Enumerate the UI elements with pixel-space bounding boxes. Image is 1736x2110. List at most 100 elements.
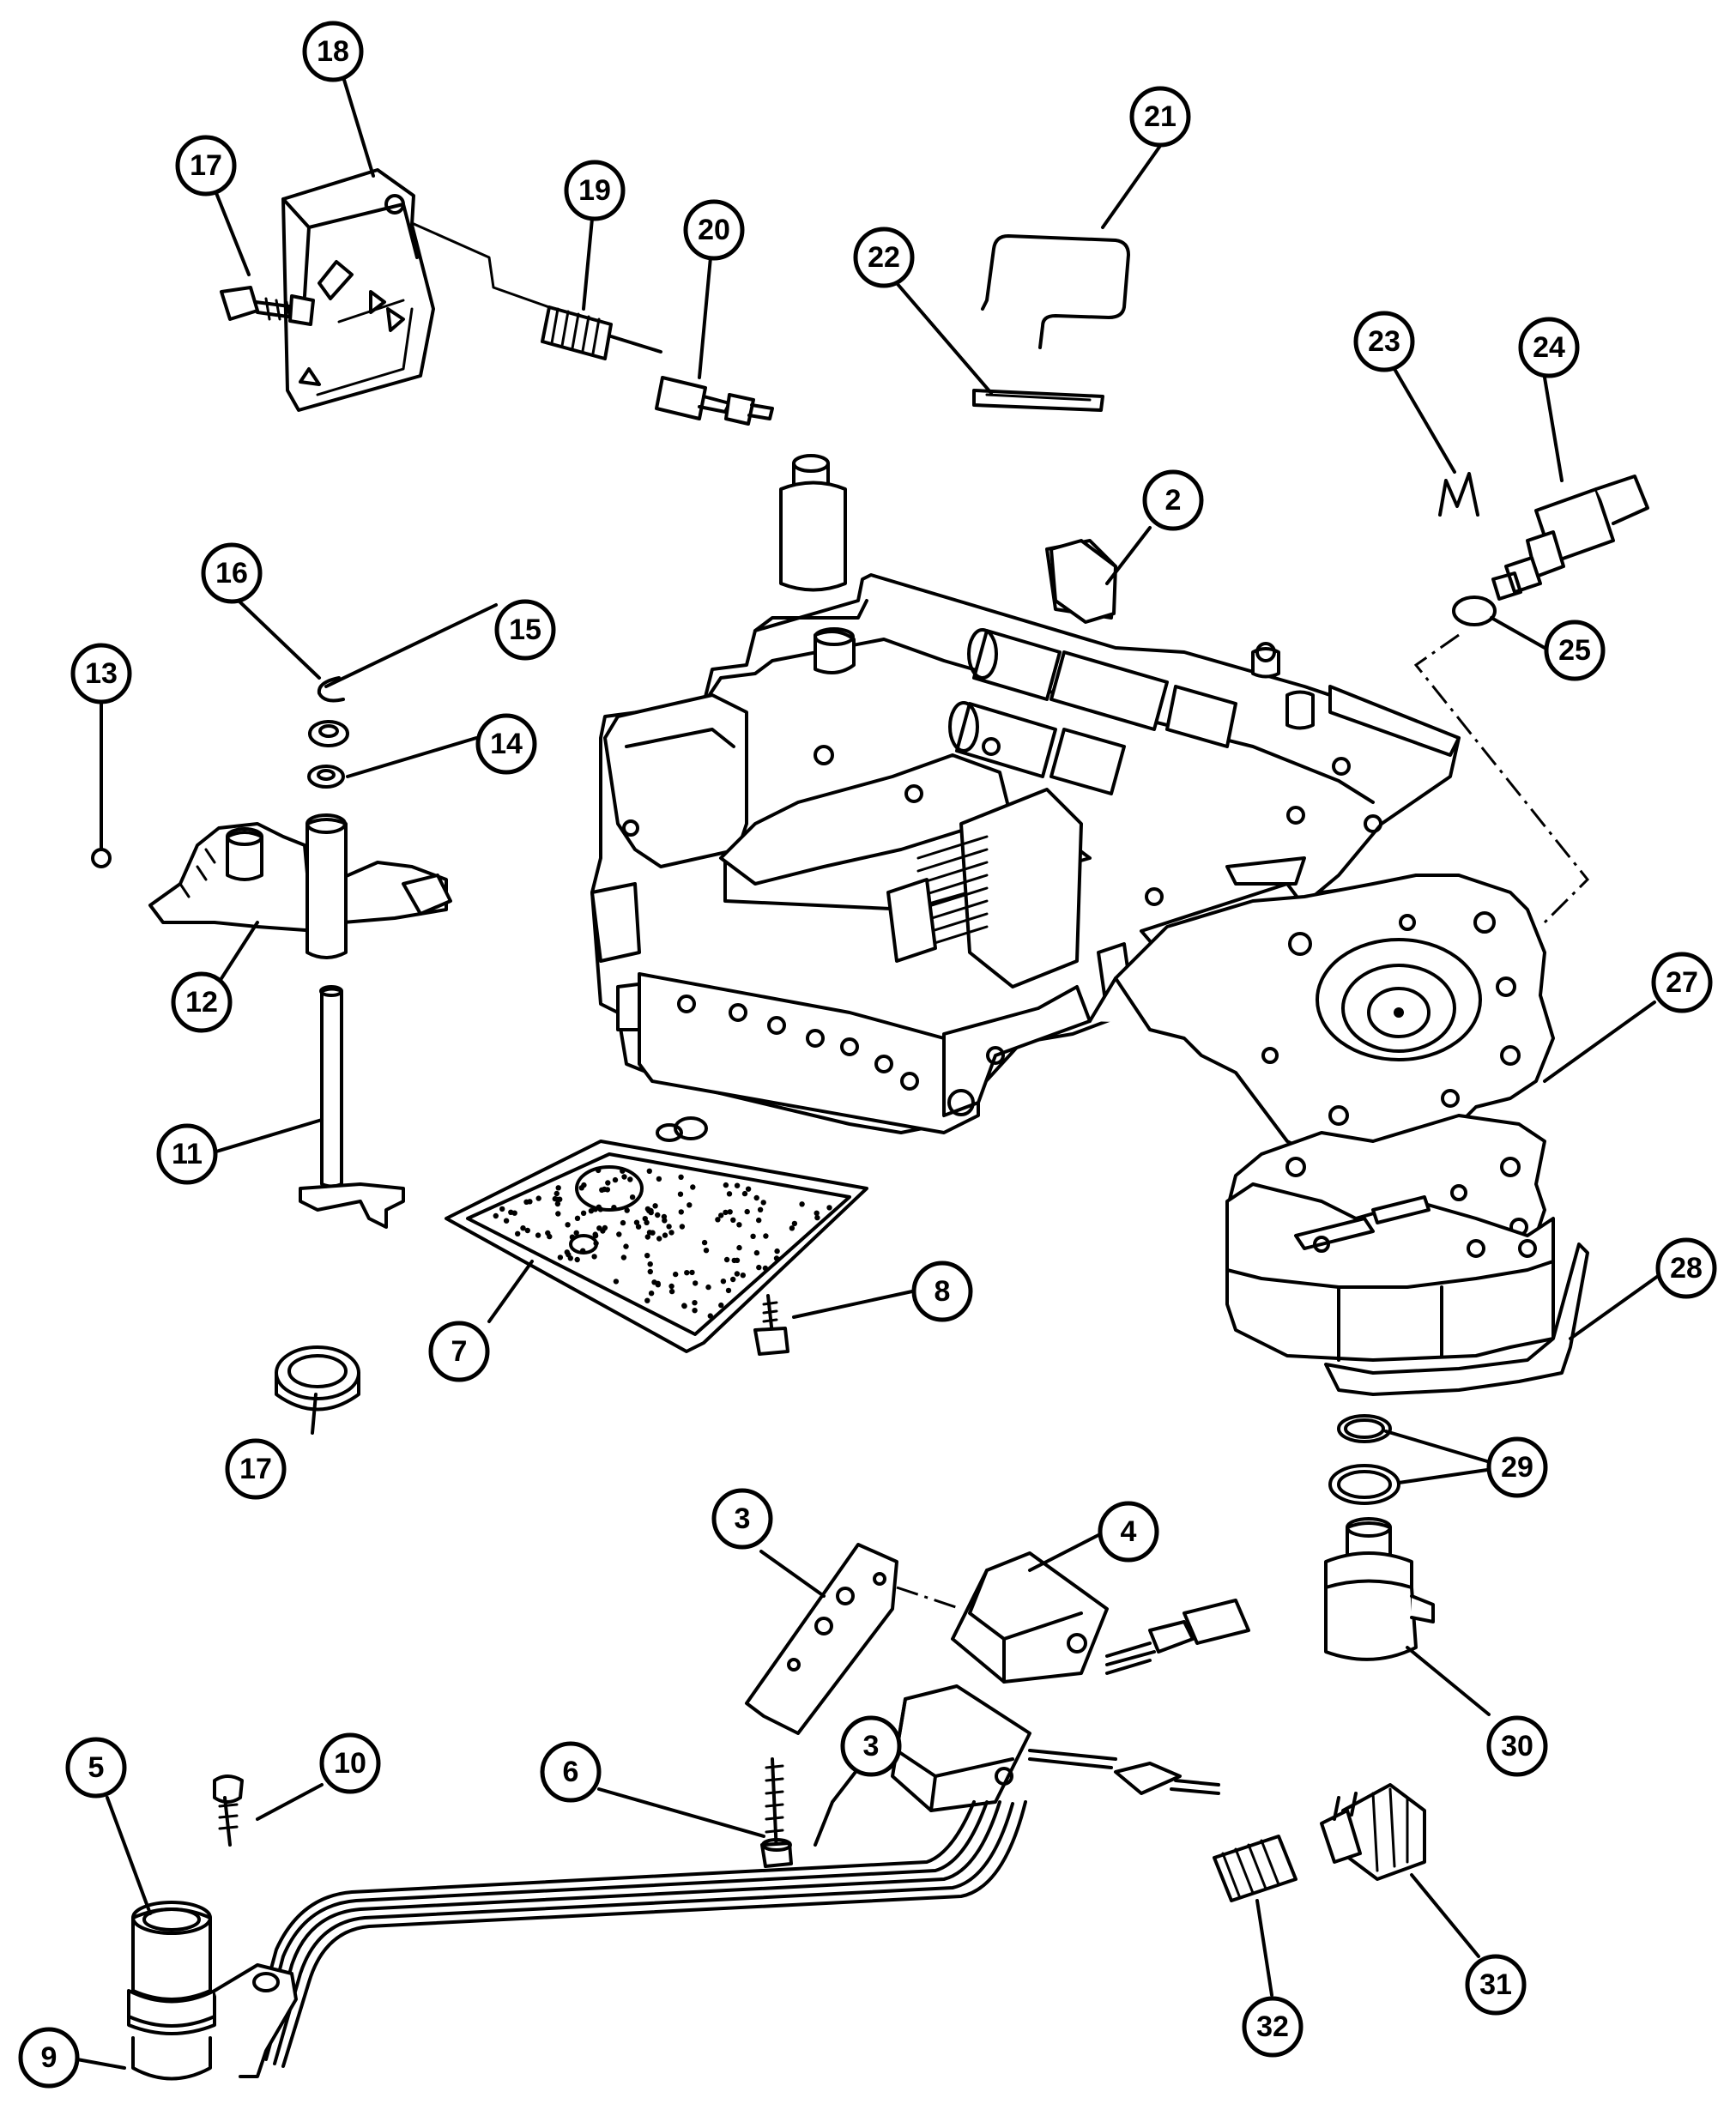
solenoid-bracket-drawing	[745, 1543, 962, 1735]
callout-label: 27	[1666, 966, 1698, 999]
screw-10-drawing	[213, 1774, 244, 1847]
callout-17: 17	[225, 1438, 287, 1500]
screw-6-drawing	[760, 1757, 793, 1868]
plate-hole	[612, 1176, 619, 1183]
callout-label: 30	[1501, 1730, 1533, 1762]
plate-hole	[678, 1174, 684, 1181]
valve-body-drawing	[590, 454, 1461, 1134]
callout-15: 15	[494, 599, 556, 661]
plate-hole	[597, 1206, 603, 1212]
plate-hole	[789, 1225, 795, 1231]
callout-label: 10	[334, 1747, 366, 1780]
plate-hole	[725, 1287, 732, 1294]
callout-5: 5	[65, 1737, 127, 1799]
plate-hole	[730, 1276, 736, 1283]
plate-hole	[693, 1280, 699, 1286]
plate-hole	[757, 1206, 764, 1213]
callout-label: 19	[578, 174, 611, 207]
callout-6: 6	[540, 1741, 602, 1803]
plate-hole	[620, 1219, 626, 1226]
plate-hole	[679, 1224, 686, 1230]
plate-hole	[814, 1210, 820, 1217]
callout-label: 20	[698, 214, 730, 246]
plate-hole	[646, 1168, 652, 1175]
bolt-18-drawing	[220, 286, 315, 326]
callout-10: 10	[319, 1732, 381, 1794]
plate-hole	[580, 1210, 587, 1217]
plate-hole	[503, 1218, 510, 1224]
callout-label: 3	[863, 1730, 880, 1762]
plate-hole	[736, 1222, 742, 1228]
callout-label: 17	[190, 149, 222, 182]
callout-8: 8	[911, 1261, 973, 1322]
plate-hole	[569, 1234, 576, 1240]
plate-hole	[644, 1297, 650, 1303]
plate-hole	[646, 1230, 653, 1236]
plate-hole	[668, 1288, 675, 1295]
gasket-28-drawing	[1324, 1242, 1589, 1396]
filter-31-drawing	[1320, 1783, 1426, 1881]
plate-hole	[715, 1217, 721, 1223]
plate-hole	[644, 1234, 650, 1240]
plate-hole	[624, 1207, 630, 1213]
plate-hole	[668, 1230, 674, 1236]
plate-hole	[592, 1231, 598, 1237]
plate-hole	[723, 1182, 729, 1188]
callout-11: 11	[156, 1123, 218, 1185]
plate-hole	[508, 1209, 514, 1216]
plate-hole	[592, 1206, 598, 1212]
plate-hole	[555, 1211, 561, 1217]
detent-spring-line	[410, 221, 551, 309]
plate-hole	[705, 1284, 711, 1291]
plate-hole	[591, 1254, 597, 1260]
callout-label: 6	[563, 1756, 579, 1788]
plate-hole	[648, 1291, 655, 1297]
plate-hole	[524, 1227, 530, 1234]
plate-hole	[605, 1180, 611, 1186]
throttle-rod-drawing	[981, 234, 1130, 349]
washer-15-drawing	[308, 720, 349, 747]
callout-31: 31	[1465, 1954, 1527, 2016]
plate-hole	[745, 1186, 752, 1192]
plate-hole	[773, 1255, 780, 1261]
callout-label: 16	[215, 557, 248, 589]
plate-hole	[613, 1279, 620, 1285]
plate-hole	[599, 1187, 605, 1194]
callout-21: 20	[683, 199, 745, 261]
callout-label: 8	[935, 1275, 951, 1308]
callout-label: 28	[1670, 1252, 1703, 1285]
plate-hole	[741, 1190, 748, 1197]
callout-28: 28	[1655, 1237, 1717, 1299]
callout-label: 12	[185, 986, 218, 1019]
plate-hole	[620, 1255, 627, 1261]
ball-13-drawing	[91, 848, 112, 868]
retainer-clip-drawing	[1438, 472, 1479, 517]
callout-24: 23	[1353, 311, 1415, 372]
plate-hole	[731, 1257, 737, 1264]
plate-hole	[573, 1230, 579, 1236]
plate-hole	[678, 1209, 684, 1215]
callout-label: 5	[88, 1751, 105, 1784]
plate-hole	[720, 1279, 727, 1285]
plate-hole	[727, 1209, 733, 1215]
lower-block-drawing	[1225, 1182, 1555, 1362]
plate-hole	[661, 1213, 668, 1220]
plate-hole	[734, 1271, 741, 1277]
plate-hole	[574, 1256, 580, 1263]
plate-hole	[736, 1244, 742, 1251]
plate-hole	[692, 1300, 698, 1306]
plate-hole	[677, 1191, 684, 1197]
separator-plate-holes	[493, 1167, 832, 1319]
o-rings-29-drawing	[1328, 1414, 1400, 1505]
plate-hole	[703, 1248, 710, 1254]
plate-hole	[527, 1199, 533, 1205]
callout-22: 21	[1129, 86, 1191, 148]
callout-18: 17	[175, 135, 237, 196]
plate-hole	[588, 1208, 595, 1214]
callout-25: 24	[1518, 317, 1580, 378]
plate-hole	[515, 1230, 521, 1237]
seal-14-drawing	[307, 765, 345, 789]
plate-hole	[554, 1200, 561, 1207]
plate-hole	[553, 1190, 560, 1197]
plate-hole	[707, 1313, 713, 1319]
